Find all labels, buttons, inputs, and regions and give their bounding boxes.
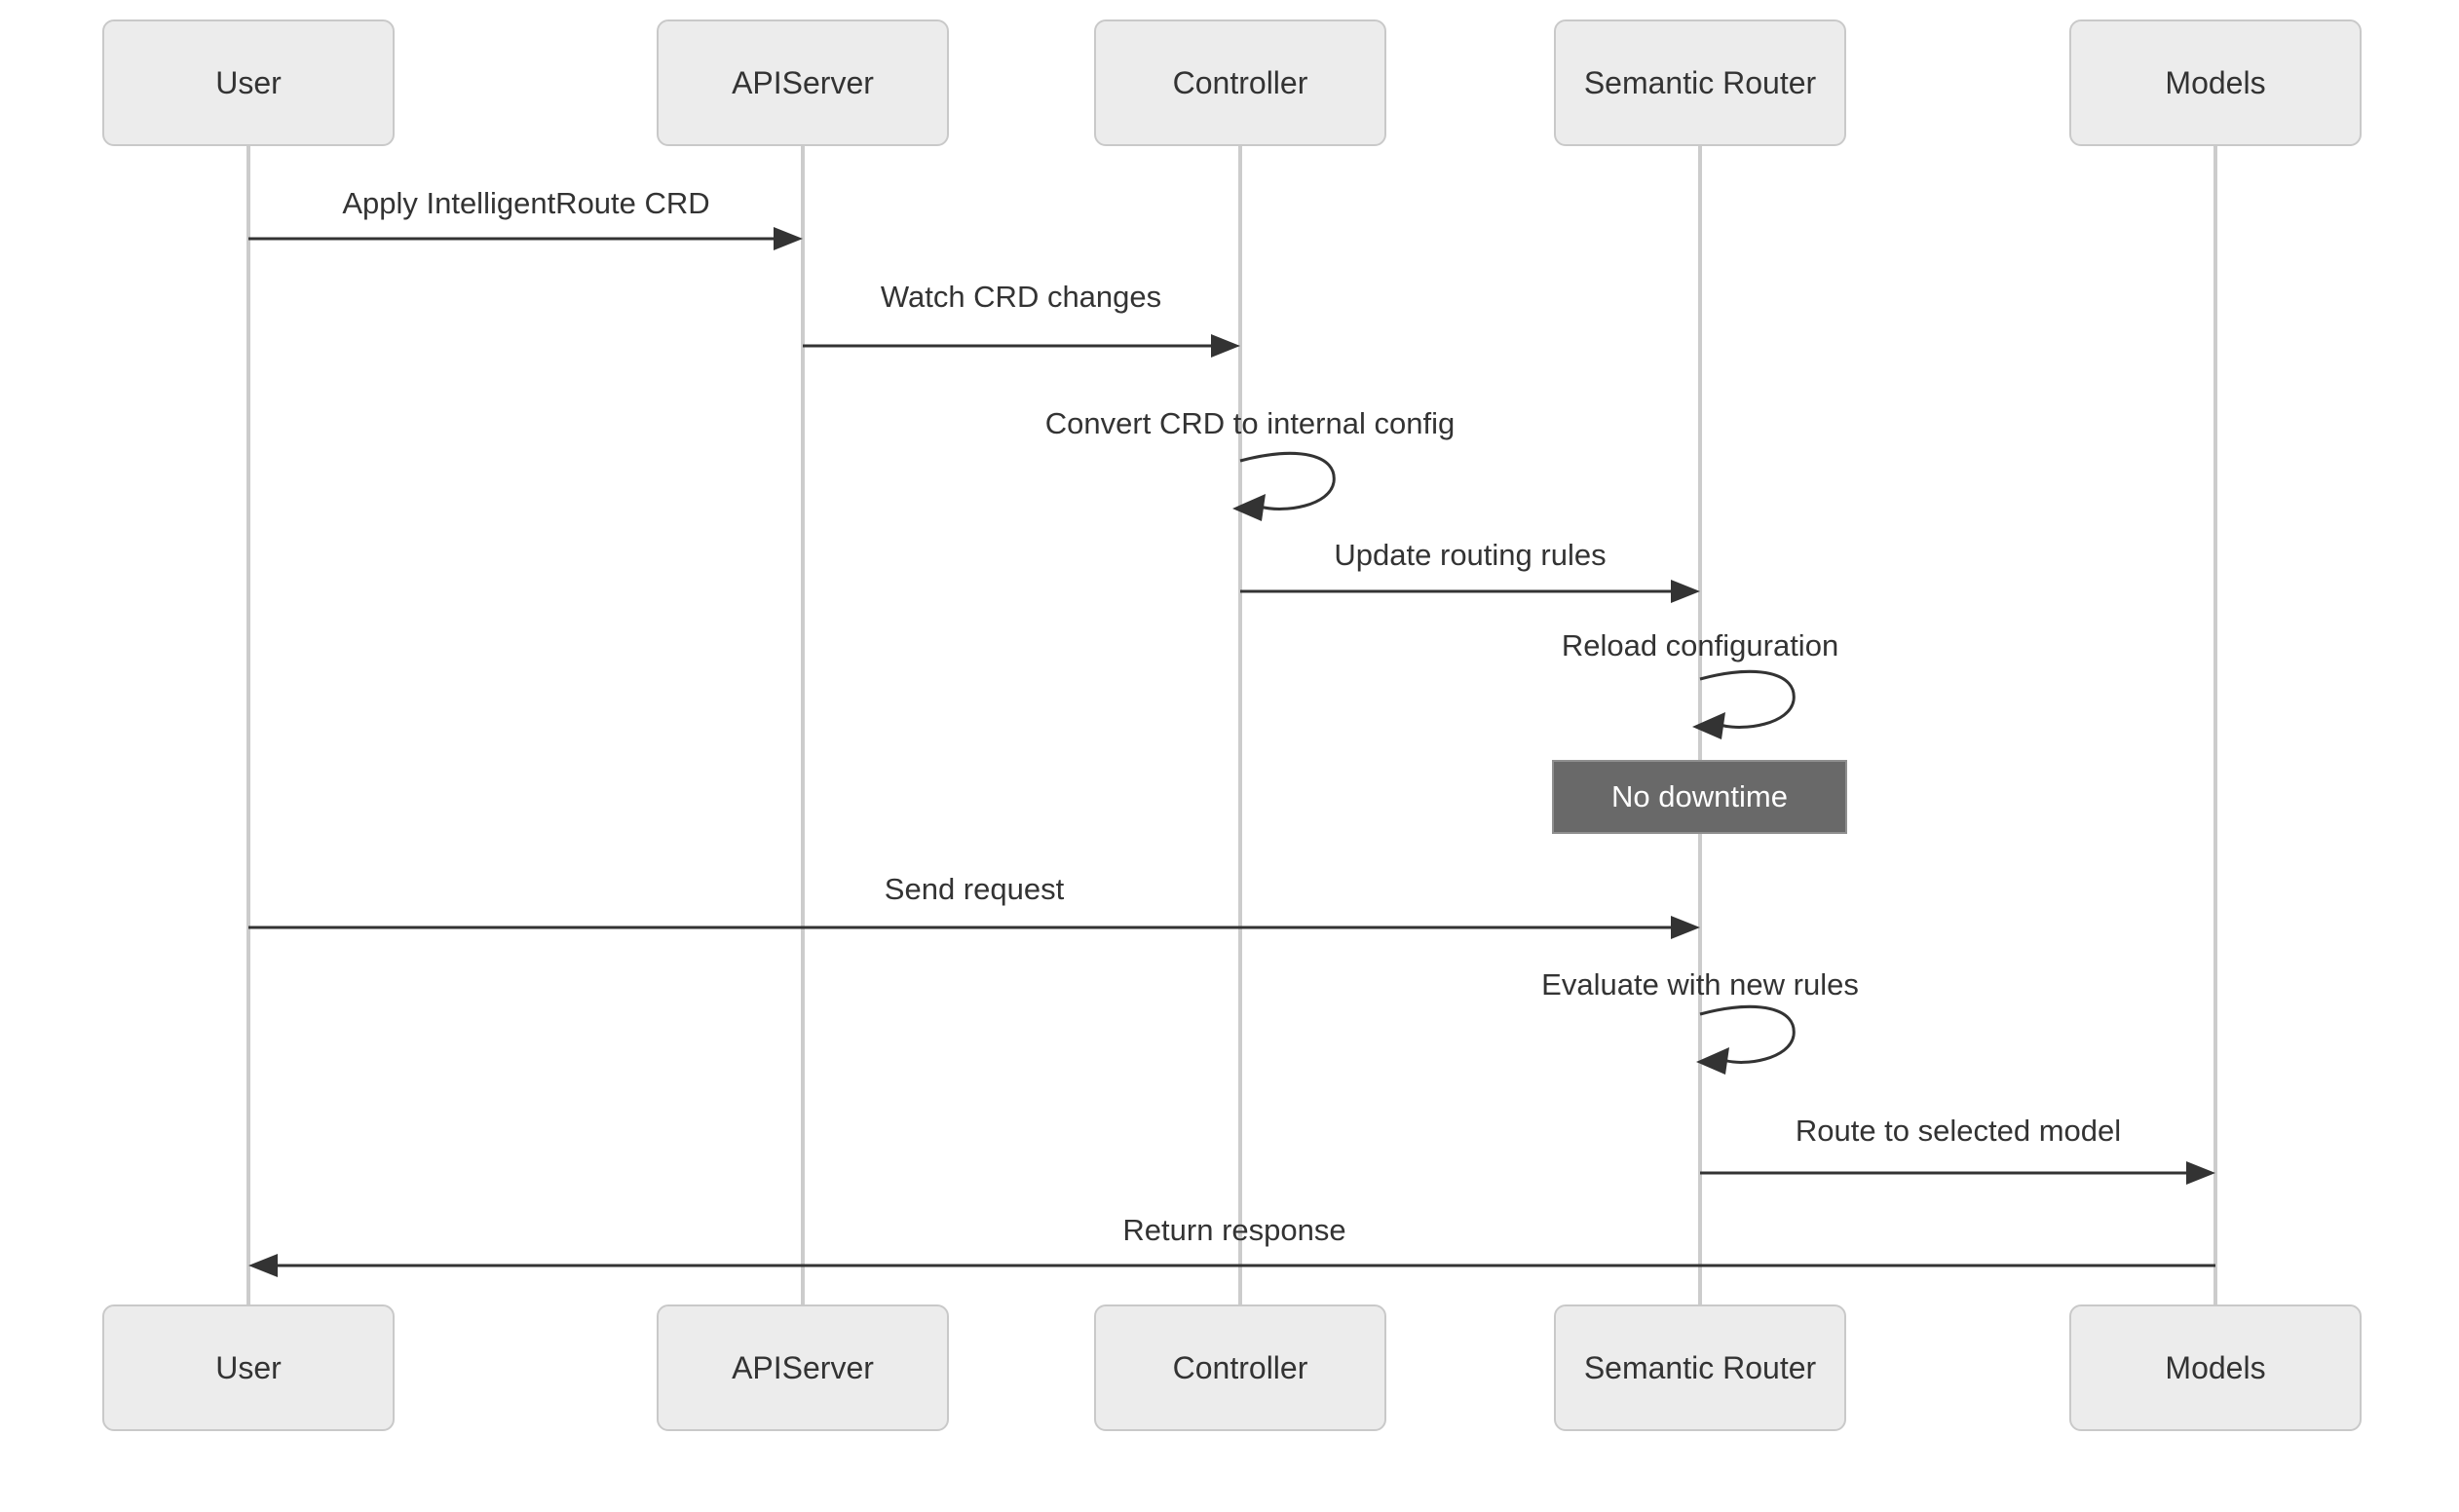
message-label-evaluate-with-new-rules: Evaluate with new rules <box>1541 967 1859 1002</box>
actor-box-controller-bottom: Controller <box>1094 1304 1386 1431</box>
arrowhead-right-icon <box>1211 334 1240 358</box>
actor-label: User <box>215 64 282 100</box>
arrowhead-left-icon <box>248 1254 278 1277</box>
arrowhead-left-icon <box>1696 1047 1729 1075</box>
arrowhead-left-icon <box>1232 494 1266 521</box>
actor-box-models-top: Models <box>2069 19 2362 146</box>
actor-label: Controller <box>1172 64 1308 100</box>
arrowhead-left-icon <box>1692 712 1725 739</box>
message-label-watch-crd-changes: Watch CRD changes <box>880 280 1162 314</box>
message-label-apply-intelligentroute-crd: Apply IntelligentRoute CRD <box>342 186 710 220</box>
actor-label: Models <box>2165 1349 2266 1385</box>
actor-label: Semantic Router <box>1583 64 1817 100</box>
message-label-route-to-selected-model: Route to selected model <box>1795 1114 2122 1148</box>
arrowhead-right-icon <box>774 227 803 250</box>
message-label-update-routing-rules: Update routing rules <box>1334 538 1607 572</box>
actor-box-apiserver-top: APIServer <box>657 19 949 146</box>
actor-label: APIServer <box>732 1349 874 1385</box>
actor-box-apiserver-bottom: APIServer <box>657 1304 949 1431</box>
actor-box-semantic-router-top: Semantic Router <box>1554 19 1846 146</box>
message-label-send-request: Send request <box>884 872 1065 906</box>
note-label: No downtime <box>1611 779 1788 813</box>
message-label-reload-configuration: Reload configuration <box>1561 628 1839 662</box>
self-loop-semantic-router-reload <box>1699 669 1796 729</box>
note-no-downtime: No downtime <box>1552 760 1847 834</box>
message-label-return-response: Return response <box>1122 1213 1346 1247</box>
self-loop-controller <box>1239 451 1336 510</box>
message-label-convert-crd: Convert CRD to internal config <box>1044 406 1456 440</box>
actor-box-models-bottom: Models <box>2069 1304 2362 1431</box>
actor-label: Semantic Router <box>1583 1349 1817 1385</box>
actor-box-user-top: User <box>102 19 395 146</box>
actor-box-controller-top: Controller <box>1094 19 1386 146</box>
actor-box-user-bottom: User <box>102 1304 395 1431</box>
actor-label: APIServer <box>732 64 874 100</box>
actor-label: Models <box>2165 64 2266 100</box>
arrowhead-right-icon <box>2186 1161 2215 1185</box>
actor-label: User <box>215 1349 282 1385</box>
arrowhead-right-icon <box>1671 916 1700 939</box>
actor-box-semantic-router-bottom: Semantic Router <box>1554 1304 1846 1431</box>
self-loop-semantic-router-evaluate <box>1699 1004 1796 1064</box>
arrowhead-right-icon <box>1671 580 1700 603</box>
actor-label: Controller <box>1172 1349 1308 1385</box>
